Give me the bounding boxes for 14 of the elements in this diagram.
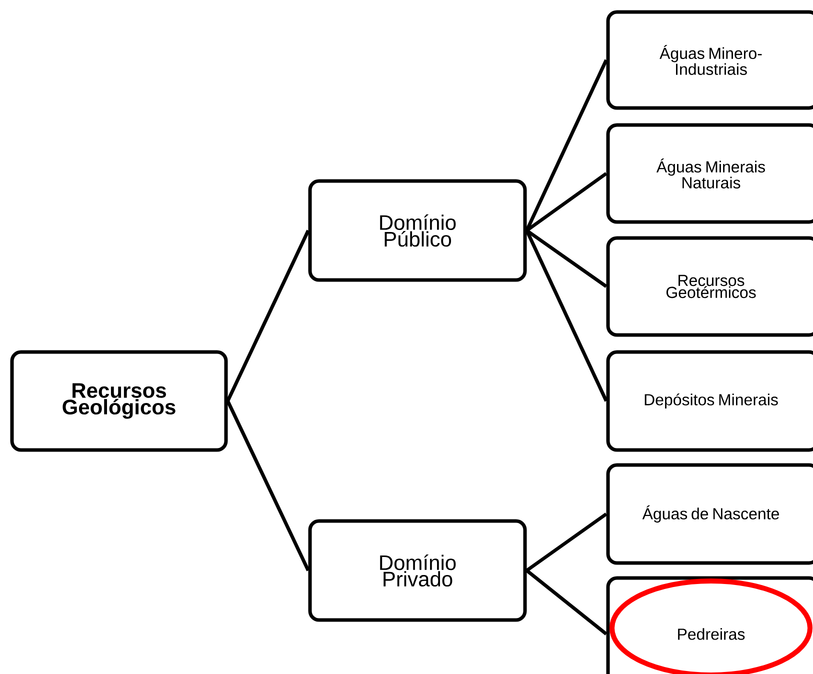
connector-line	[226, 400, 310, 572]
connector-line	[525, 59, 608, 232]
connector-line	[525, 230, 608, 402]
connector-line	[526, 569, 608, 636]
resource-box: Recursos Geotérmicos	[606, 236, 813, 337]
root-box: Recursos Geológicos	[10, 350, 228, 452]
connector-line	[526, 512, 608, 572]
resource-box: Águas de Nascente	[606, 463, 813, 565]
resource-box: Águas Minero-Industriais	[606, 10, 813, 110]
resource-box: Depósitos Minerais	[606, 350, 813, 452]
connector-line	[226, 230, 310, 402]
category-box: Domínio Privado	[308, 519, 527, 622]
resource-box: Águas Minerais Naturais	[606, 123, 813, 224]
category-box: Domínio Público	[308, 179, 527, 282]
